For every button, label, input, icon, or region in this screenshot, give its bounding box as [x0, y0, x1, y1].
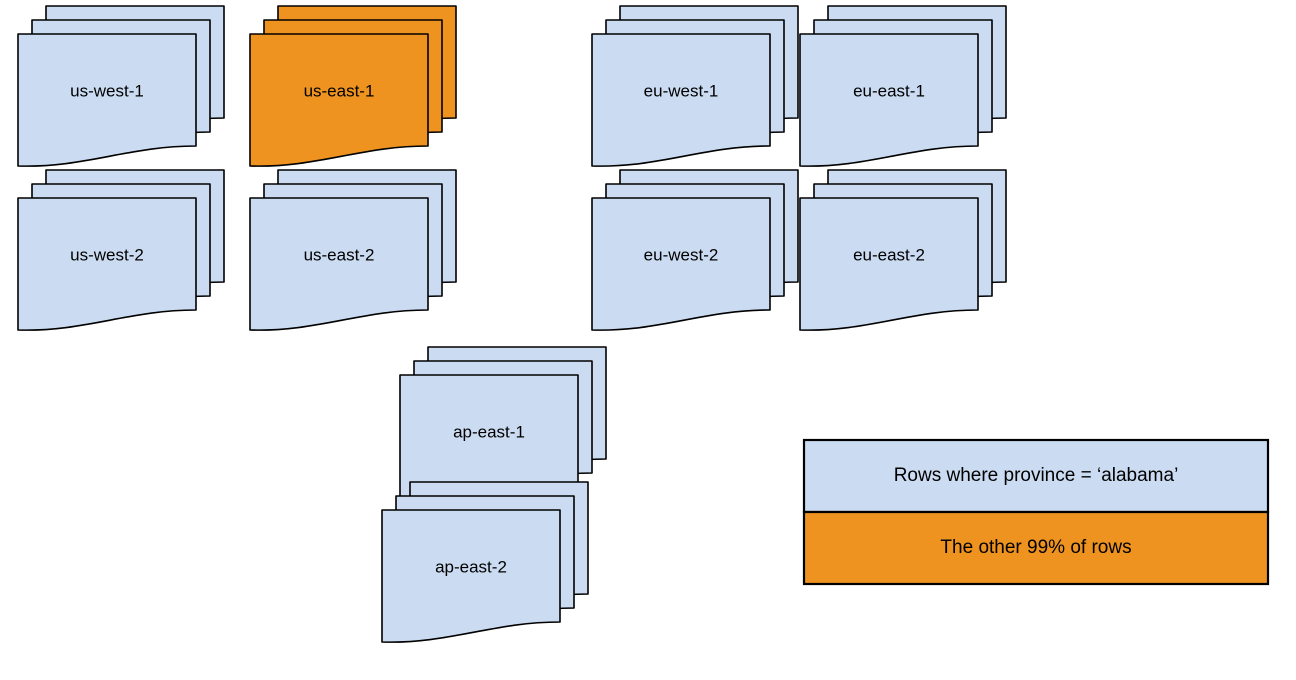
region-stack-label-us-east-2: us-east-2	[304, 245, 375, 264]
region-stack-label-eu-east-1: eu-east-1	[853, 81, 925, 100]
region-stack-us-east-1[interactable]: us-east-1	[249, 5, 457, 167]
region-stack-us-west-2[interactable]: us-west-2	[17, 169, 225, 331]
region-stack-eu-west-1[interactable]: eu-west-1	[591, 5, 799, 167]
region-stack-us-west-1-front[interactable]	[17, 33, 197, 167]
region-stack-label-ap-east-2: ap-east-2	[435, 557, 507, 576]
region-stack-eu-east-1[interactable]: eu-east-1	[799, 5, 1007, 167]
region-stack-label-eu-west-1: eu-west-1	[644, 81, 719, 100]
region-stack-label-eu-east-2: eu-east-2	[853, 245, 925, 264]
legend-group: Rows where province = ‘alabama’ The other…	[802, 438, 1270, 586]
region-stack-eu-east-2[interactable]: eu-east-2	[799, 169, 1007, 331]
region-stack-ap-east-2-front[interactable]	[381, 509, 561, 643]
region-stacks-group: us-west-1 us-east-1 eu-west-1 eu-east-1 us-w…	[17, 5, 1007, 643]
region-stack-us-east-1-front[interactable]	[249, 33, 429, 167]
region-stack-us-west-2-front[interactable]	[17, 197, 197, 331]
region-stack-us-west-1[interactable]: us-west-1	[17, 5, 225, 167]
legend-row-orange-label: The other 99% of rows	[940, 537, 1131, 558]
region-stack-eu-east-1-front[interactable]	[799, 33, 979, 167]
legend-row-blue-label: Rows where province = ‘alabama’	[894, 465, 1179, 486]
region-stack-ap-east-2[interactable]: ap-east-2	[381, 481, 589, 643]
region-stack-us-east-2-front[interactable]	[249, 197, 429, 331]
region-stack-label-us-west-2: us-west-2	[70, 245, 144, 264]
legend-row-orange[interactable]	[802, 510, 1270, 586]
region-stack-label-eu-west-2: eu-west-2	[644, 245, 719, 264]
region-stack-eu-west-2-front[interactable]	[591, 197, 771, 331]
region-stack-label-ap-east-1: ap-east-1	[453, 422, 525, 441]
region-stack-label-us-west-1: us-west-1	[70, 81, 144, 100]
region-stack-eu-west-2[interactable]: eu-west-2	[591, 169, 799, 331]
region-stack-label-us-east-1: us-east-1	[304, 81, 375, 100]
region-stack-eu-west-1-front[interactable]	[591, 33, 771, 167]
region-stack-eu-east-2-front[interactable]	[799, 197, 979, 331]
region-stack-us-east-2[interactable]: us-east-2	[249, 169, 457, 331]
region-stack-ap-east-1[interactable]: ap-east-1	[399, 346, 607, 508]
legend-row-blue[interactable]	[802, 438, 1270, 514]
